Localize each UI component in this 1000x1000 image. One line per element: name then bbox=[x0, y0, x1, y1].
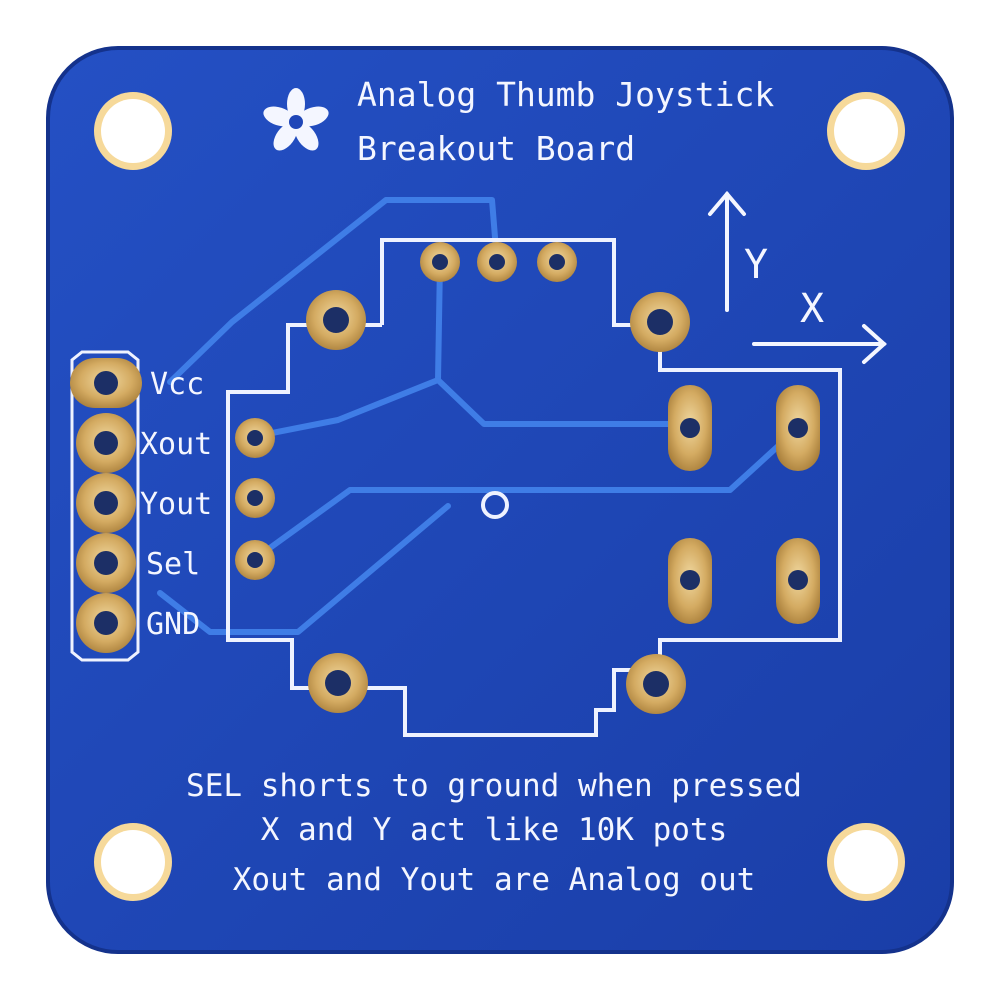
adafruit-flower-icon bbox=[263, 88, 329, 151]
joystick-mount-pads bbox=[306, 290, 690, 714]
mounting-holes bbox=[94, 92, 905, 901]
note-line-1: SEL shorts to ground when pressed bbox=[186, 768, 802, 804]
pin-labels: Vcc Xout Yout Sel GND bbox=[140, 367, 212, 642]
pot-pins-left bbox=[235, 418, 275, 580]
pin-label-vcc: Vcc bbox=[150, 367, 204, 402]
arrow-right-icon bbox=[752, 324, 887, 364]
title-line-2: Breakout Board bbox=[357, 129, 635, 168]
switch-pads bbox=[668, 385, 820, 624]
header-pins bbox=[70, 350, 142, 662]
title-line-1: Analog Thumb Joystick bbox=[357, 75, 774, 114]
note-line-2: X and Y act like 10K pots bbox=[261, 812, 728, 848]
arrow-up-icon bbox=[708, 190, 746, 312]
pot-pins-top bbox=[420, 242, 577, 282]
note-line-3: Xout and Yout are Analog out bbox=[233, 862, 756, 898]
pin-label-sel: Sel bbox=[146, 547, 200, 582]
board-notes: SEL shorts to ground when pressed X and … bbox=[186, 768, 802, 898]
copper-traces bbox=[157, 197, 801, 635]
center-marker bbox=[481, 491, 509, 519]
pin-label-xout: Xout bbox=[140, 427, 212, 462]
axis-y-label: Y bbox=[744, 242, 768, 288]
board-title: Analog Thumb Joystick Breakout Board bbox=[357, 75, 774, 168]
axis-x-label: X bbox=[800, 286, 824, 332]
pin-label-gnd: GND bbox=[146, 607, 200, 642]
pin-label-yout: Yout bbox=[140, 487, 212, 522]
